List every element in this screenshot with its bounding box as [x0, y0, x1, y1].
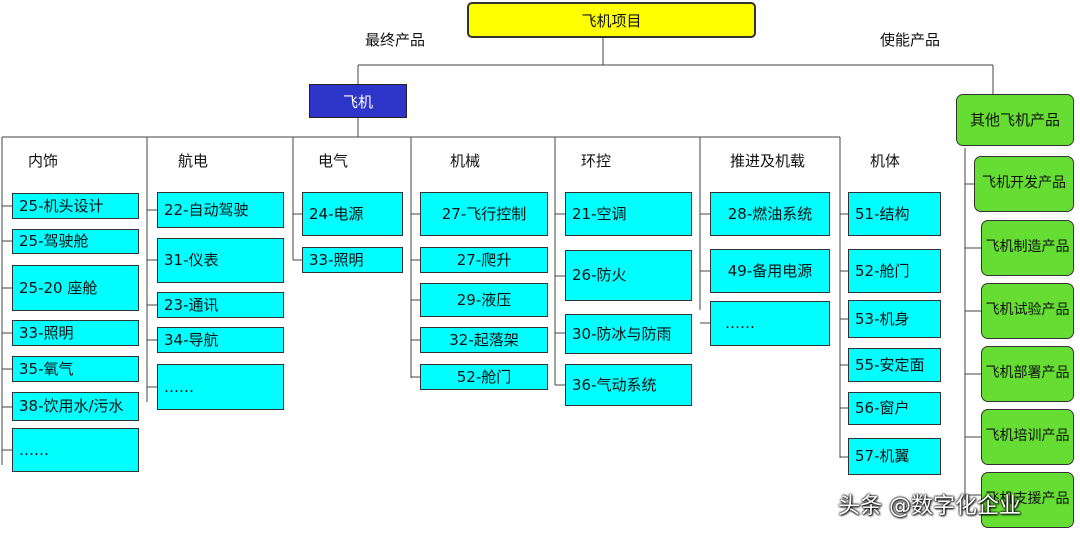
list-item: 36-气动系统: [565, 364, 692, 406]
list-item: 24-电源: [302, 192, 403, 236]
enabling-item: 飞机支援产品: [981, 472, 1074, 528]
list-item: 33-照明: [302, 247, 403, 273]
enabling-item: 飞机部署产品: [981, 346, 1074, 402]
column-title: 内饰: [28, 152, 59, 170]
list-item: 35-氧气: [12, 356, 139, 382]
list-item: ……: [12, 428, 139, 472]
branch-label-final: 最终产品: [365, 31, 426, 49]
enabling-item: 飞机试验产品: [981, 283, 1074, 339]
column-title: 推进及机载: [730, 152, 806, 170]
list-item: 29-液压: [420, 283, 548, 317]
enabling-root-node: 其他飞机产品: [956, 94, 1074, 146]
list-item: 52-舱门: [848, 249, 941, 293]
watermark: 头条 @数字化企业: [838, 494, 1021, 519]
list-item: 25-机头设计: [12, 193, 139, 219]
branch-label-enabling: 使能产品: [880, 31, 941, 49]
column-title: 机体: [870, 152, 901, 170]
enabling-item: 飞机开发产品: [974, 156, 1074, 212]
list-item: 34-导航: [157, 327, 284, 353]
list-item: 25-驾驶舱: [12, 229, 139, 254]
list-item: 25-20 座舱: [12, 265, 139, 311]
list-item: 57-机翼: [848, 438, 941, 475]
list-item: 22-自动驾驶: [157, 192, 284, 228]
list-item: 21-空调: [565, 192, 692, 236]
list-item: 26-防火: [565, 250, 692, 301]
column-title: 环控: [581, 152, 612, 170]
list-item: 31-仪表: [157, 238, 284, 283]
list-item: 32-起落架: [420, 327, 548, 353]
list-item: 27-爬升: [420, 247, 548, 273]
root-node: 飞机项目: [467, 2, 756, 38]
column-title: 电气: [318, 152, 349, 170]
list-item: 38-饮用水/污水: [12, 392, 139, 421]
list-item: 53-机身: [848, 300, 941, 338]
list-item: ……: [157, 364, 284, 410]
list-item: 51-结构: [848, 192, 941, 236]
list-item: 30-防冰与防雨: [565, 314, 692, 354]
list-item: ……: [710, 301, 830, 346]
list-item: 33-照明: [12, 320, 139, 346]
list-item: 23-通讯: [157, 292, 284, 318]
list-item: 27-飞行控制: [420, 192, 548, 236]
list-item: 49-备用电源: [710, 249, 830, 293]
list-item: 52-舱门: [420, 364, 548, 390]
list-item: 28-燃油系统: [710, 192, 830, 236]
column-title: 机械: [450, 152, 481, 170]
column-title: 航电: [178, 152, 209, 170]
enabling-item: 飞机制造产品: [981, 220, 1074, 276]
list-item: 55-安定面: [848, 348, 941, 382]
product-node: 飞机: [309, 84, 407, 118]
list-item: 56-窗户: [848, 392, 941, 425]
enabling-item: 飞机培训产品: [981, 409, 1074, 465]
